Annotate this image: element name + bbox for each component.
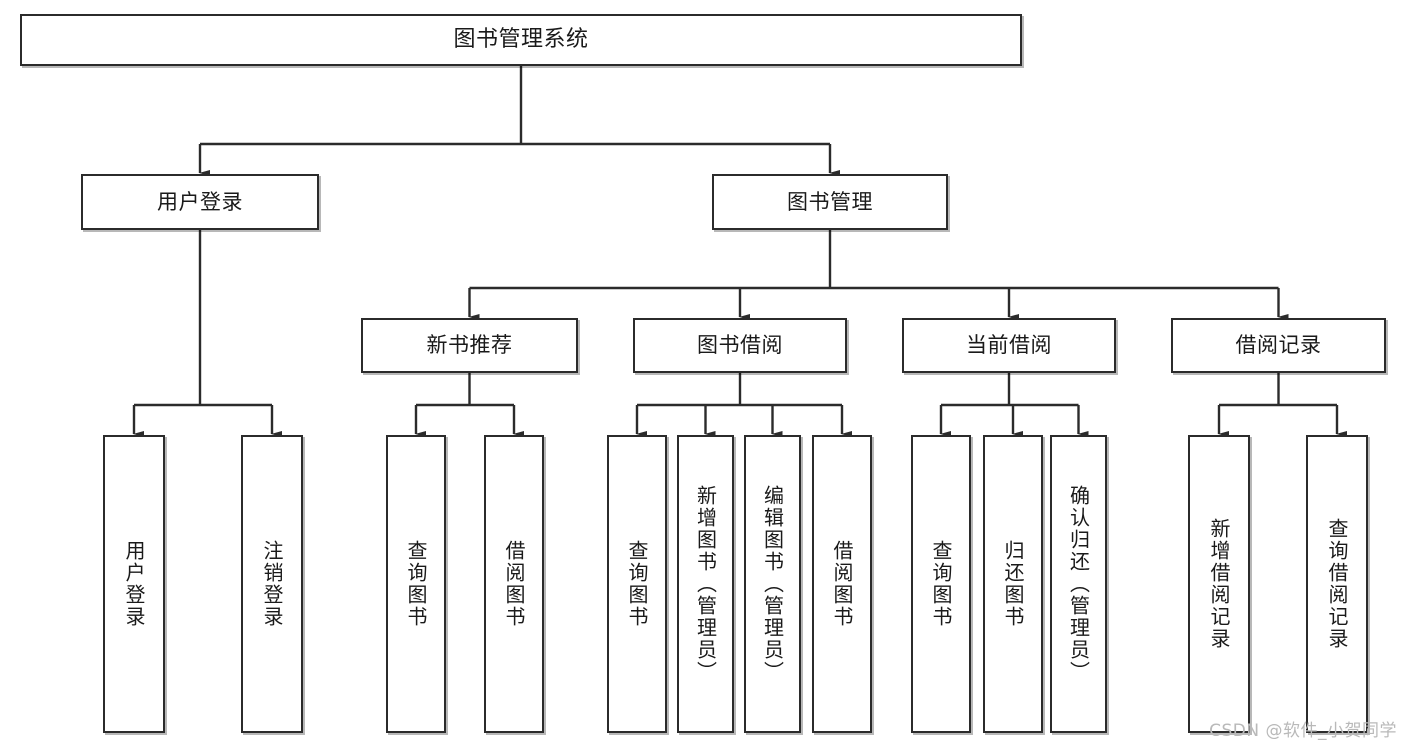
node-leaf-query-book[interactable]: 查询图书 [607, 435, 667, 733]
node-book-management[interactable]: 图书管理 [712, 174, 948, 230]
node-user-login[interactable]: 用户登录 [81, 174, 319, 230]
node-leaf-confirm-return-admin-label: 确认归还（管理员） [1066, 485, 1091, 683]
node-leaf-confirm-return-admin[interactable]: 确认归还（管理员） [1050, 435, 1107, 733]
node-new-book-recommend[interactable]: 新书推荐 [361, 318, 578, 373]
node-root[interactable]: 图书管理系统 [20, 14, 1022, 66]
node-leaf-query-book-current-label: 查询图书 [929, 540, 953, 628]
node-leaf-query-borrow-record-label: 查询借阅记录 [1325, 518, 1349, 650]
node-leaf-edit-book-admin[interactable]: 编辑图书（管理员） [744, 435, 801, 733]
node-leaf-logout[interactable]: 注销登录 [241, 435, 303, 733]
node-leaf-query-book-label: 查询图书 [625, 540, 649, 628]
node-leaf-return-book-label: 归还图书 [1001, 540, 1025, 628]
node-current-borrow-label: 当前借阅 [966, 333, 1052, 358]
node-leaf-logout-label: 注销登录 [260, 540, 284, 628]
node-new-book-recommend-label: 新书推荐 [426, 333, 513, 358]
node-leaf-edit-book-admin-label: 编辑图书（管理员） [760, 485, 785, 683]
node-root-label: 图书管理系统 [453, 27, 589, 53]
node-leaf-borrow-book-label: 借阅图书 [830, 540, 854, 628]
node-current-borrow[interactable]: 当前借阅 [902, 318, 1116, 373]
node-book-borrow[interactable]: 图书借阅 [633, 318, 847, 373]
node-leaf-add-book-admin-label: 新增图书（管理员） [693, 485, 718, 683]
node-leaf-user-login[interactable]: 用户登录 [103, 435, 165, 733]
node-borrow-record-label: 借阅记录 [1235, 333, 1322, 358]
node-leaf-query-book-recommend-label: 查询图书 [404, 540, 428, 628]
node-user-login-label: 用户登录 [157, 189, 243, 214]
node-borrow-record[interactable]: 借阅记录 [1171, 318, 1386, 373]
node-leaf-borrow-book[interactable]: 借阅图书 [812, 435, 872, 733]
node-leaf-query-borrow-record[interactable]: 查询借阅记录 [1306, 435, 1368, 733]
node-leaf-user-login-label: 用户登录 [122, 540, 146, 628]
node-book-management-label: 图书管理 [787, 189, 873, 214]
node-leaf-query-book-current[interactable]: 查询图书 [911, 435, 971, 733]
node-leaf-add-borrow-record-label: 新增借阅记录 [1207, 518, 1231, 650]
node-leaf-query-book-recommend[interactable]: 查询图书 [386, 435, 446, 733]
node-leaf-borrow-book-recommend-label: 借阅图书 [502, 540, 526, 628]
node-leaf-borrow-book-recommend[interactable]: 借阅图书 [484, 435, 544, 733]
node-leaf-add-book-admin[interactable]: 新增图书（管理员） [677, 435, 734, 733]
node-leaf-return-book[interactable]: 归还图书 [983, 435, 1043, 733]
node-leaf-add-borrow-record[interactable]: 新增借阅记录 [1188, 435, 1250, 733]
node-book-borrow-label: 图书借阅 [697, 333, 783, 358]
